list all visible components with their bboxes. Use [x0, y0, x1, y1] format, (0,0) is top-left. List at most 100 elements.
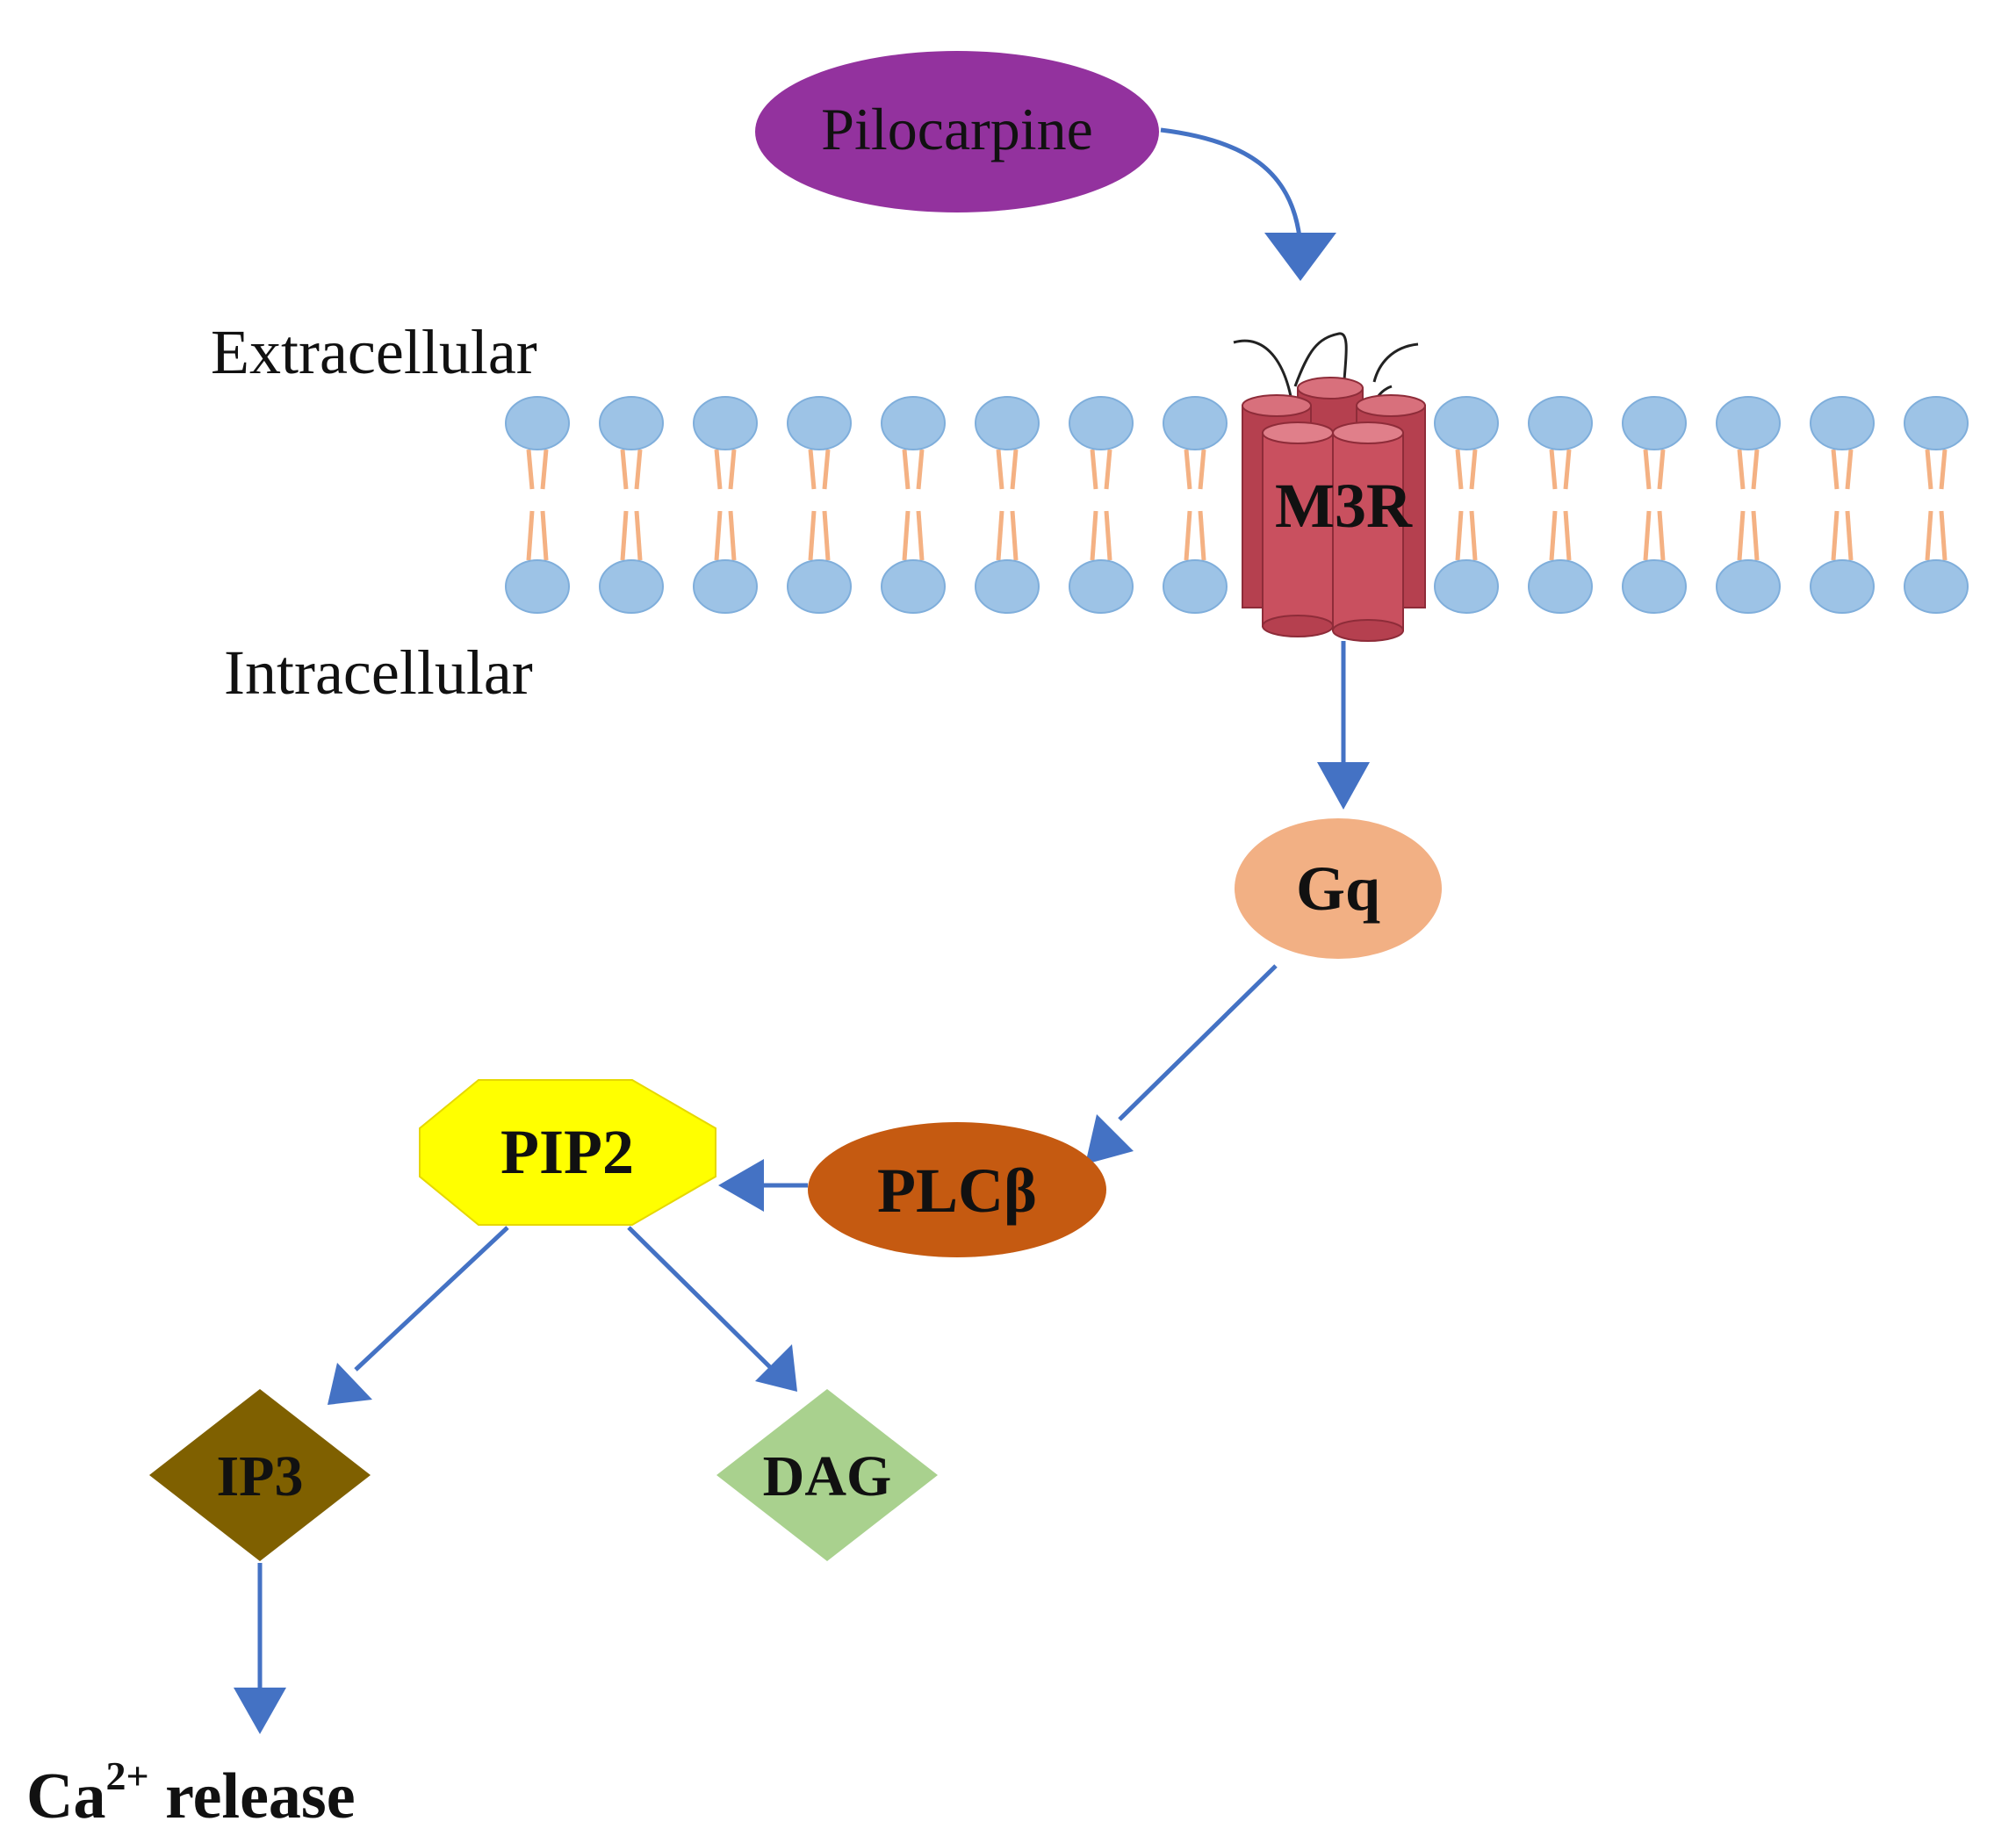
dag-node: DAG — [716, 1389, 938, 1561]
lipid-tail — [634, 510, 643, 561]
lipid-head — [599, 559, 664, 614]
lipid-head — [881, 396, 946, 450]
arrow-pilocarpine-to-m3r — [1160, 127, 1302, 238]
arrow-pip2-to-ip3-head — [328, 1363, 372, 1405]
receptor-antenna — [1372, 342, 1419, 383]
intracellular-label: Intracellular — [224, 637, 533, 708]
lipid — [1069, 396, 1134, 614]
pip2-node: PIP2 — [419, 1079, 716, 1226]
lipid — [1528, 396, 1593, 614]
lipid-head — [1904, 396, 1969, 450]
lipid-tail — [1469, 510, 1478, 561]
lipid-tail — [1925, 510, 1933, 561]
lipid-tail — [1184, 510, 1192, 561]
lipid-head — [1163, 396, 1228, 450]
lipid-tail — [1737, 449, 1746, 490]
lipid-tail — [1751, 449, 1760, 490]
lipid-tail — [620, 449, 629, 490]
lipid — [1163, 396, 1228, 614]
arrow-gq-to-plcb-head — [1085, 1114, 1134, 1164]
lipid-head — [1528, 396, 1593, 450]
lipid-bilayer — [505, 396, 1969, 614]
lipid-tail — [996, 510, 1004, 561]
ip3-diamond — [149, 1389, 371, 1561]
lipid-head — [1810, 559, 1875, 614]
lipid — [1622, 396, 1687, 614]
pip2-octagon — [419, 1079, 716, 1226]
lipid-head — [1716, 559, 1781, 614]
arrow-pip2-to-ip3 — [354, 1226, 509, 1371]
lipid — [505, 396, 570, 614]
lipid-head — [693, 396, 758, 450]
gq-node: Gq — [1235, 818, 1442, 959]
lipid-tail — [1563, 449, 1572, 490]
lipid-tail — [1455, 449, 1464, 490]
lipid-head — [787, 559, 852, 614]
lipid-head — [505, 559, 570, 614]
lipid-head — [599, 396, 664, 450]
lipid — [693, 396, 758, 614]
lipid — [599, 396, 664, 614]
lipid-head — [1622, 559, 1687, 614]
plcb-node: PLCβ — [808, 1122, 1106, 1257]
lipid-tail — [902, 449, 911, 490]
lipid-tail — [1737, 510, 1746, 561]
lipid-tail — [1925, 449, 1933, 490]
gq-ellipse — [1235, 818, 1442, 959]
lipid-tail — [728, 510, 737, 561]
lipid-head — [975, 396, 1040, 450]
arrow-pip2-to-dag-head — [755, 1344, 797, 1392]
ip3-label: IP3 — [217, 1444, 304, 1508]
ip3-node: IP3 — [149, 1389, 371, 1561]
lipid — [787, 396, 852, 614]
arrow-pilocarpine-to-m3r-head — [1264, 233, 1336, 281]
lipid — [1810, 396, 1875, 614]
lipid-tail — [714, 510, 723, 561]
pip2-label: PIP2 — [500, 1117, 634, 1187]
lipid-head — [1528, 559, 1593, 614]
m3r-receptor: M3R — [1233, 332, 1426, 642]
lipid-head — [787, 396, 852, 450]
lipid-tail — [1104, 510, 1112, 561]
lipid-tail — [1198, 510, 1206, 561]
lipid-head — [1163, 559, 1228, 614]
lipid-tail — [1455, 510, 1464, 561]
lipid-tail — [1831, 510, 1840, 561]
receptor-antenna — [1293, 332, 1348, 400]
lipid-tail — [634, 449, 643, 490]
lipid-tail — [916, 510, 925, 561]
lipid-tail — [1104, 449, 1112, 490]
lipid-tail — [996, 449, 1004, 490]
lipid-tail — [728, 449, 737, 490]
lipid-tail — [1845, 510, 1854, 561]
plcb-label: PLCβ — [877, 1155, 1037, 1226]
pilocarpine-label: Pilocarpine — [821, 96, 1093, 162]
lipid-tail — [714, 449, 723, 490]
lipid-tail — [1469, 449, 1478, 490]
lipid — [1434, 396, 1499, 614]
lipid-tail — [526, 510, 535, 561]
ca-release-label: Ca2+ release — [26, 1753, 356, 1832]
lipid-head — [1622, 396, 1687, 450]
lipid-tail — [1643, 510, 1652, 561]
lipid-tail — [1643, 449, 1652, 490]
lipid-tail — [1939, 449, 1948, 490]
lipid-tail — [822, 510, 831, 561]
arrow-plcb-to-pip2-head — [718, 1159, 764, 1212]
arrow-ip3-to-ca-head — [234, 1688, 286, 1734]
lipid-tail — [540, 449, 549, 490]
lipid-tail — [822, 449, 831, 490]
lipid-head — [1810, 396, 1875, 450]
lipid-head — [505, 396, 570, 450]
lipid-tail — [1751, 510, 1760, 561]
lipid-tail — [1010, 510, 1019, 561]
lipid-head — [881, 559, 946, 614]
lipid-tail — [1184, 449, 1192, 490]
lipid-tail — [1010, 449, 1019, 490]
lipid-tail — [1831, 449, 1840, 490]
dag-diamond — [716, 1389, 938, 1561]
gq-label: Gq — [1296, 853, 1380, 924]
lipid-head — [1434, 559, 1499, 614]
ca-base: Ca — [26, 1760, 105, 1832]
